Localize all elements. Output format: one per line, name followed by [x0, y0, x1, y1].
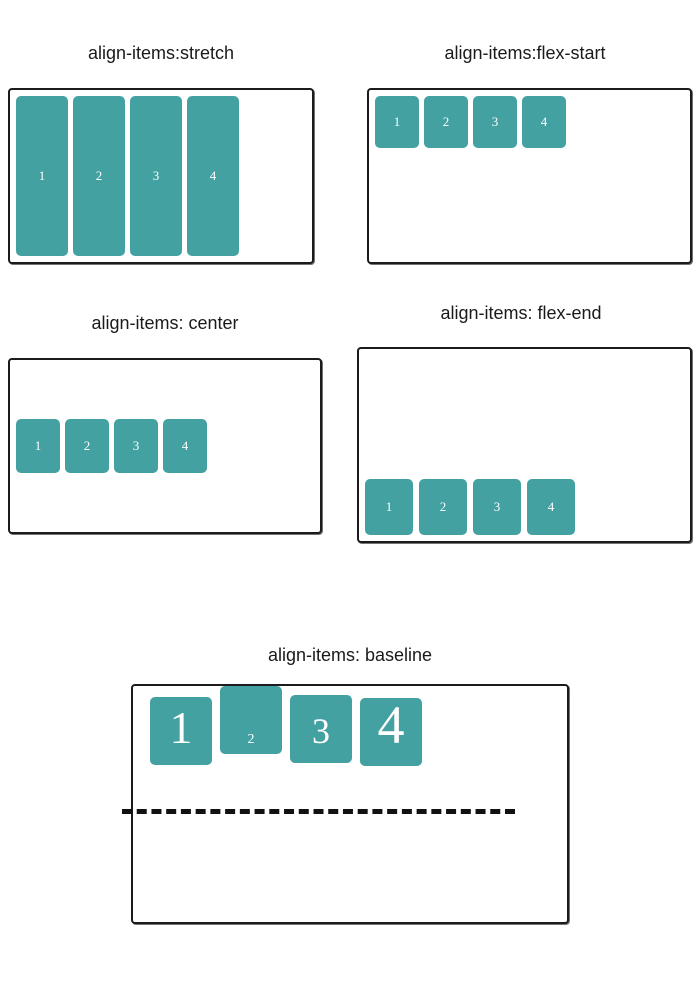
- demo-align-items-stretch: align-items:stretch 1 2 3 4: [0, 42, 322, 274]
- flex-item: 4: [522, 96, 566, 148]
- flex-item: 1: [150, 697, 212, 765]
- flex-item: 1: [375, 96, 419, 148]
- flex-item: 4: [360, 698, 422, 766]
- flex-container-flex-end: 1 2 3 4: [357, 347, 692, 543]
- flex-container-baseline: 1 2 3 4: [122, 684, 569, 924]
- flex-item-label: 4: [547, 499, 555, 514]
- flex-item-label: 4: [540, 114, 548, 129]
- demo-title-center: align-items: center: [91, 313, 239, 333]
- demo-align-items-flex-end: align-items: flex-end 1 2 3 4: [350, 302, 692, 544]
- flex-item-label: 2: [83, 438, 91, 453]
- demo-title-baseline: align-items: baseline: [267, 645, 433, 665]
- flex-item: 1: [16, 419, 60, 473]
- flex-item: 2: [65, 419, 109, 473]
- flex-item: 4: [187, 96, 239, 256]
- baseline-indicator-line: [122, 809, 515, 814]
- demo-title-flex-start: align-items:flex-start: [444, 43, 606, 63]
- flex-container-stretch: 1 2 3 4: [8, 88, 314, 264]
- flex-container-center: 1 2 3 4: [8, 358, 322, 534]
- flex-item-label: 1: [169, 702, 193, 753]
- flex-item: 2: [424, 96, 468, 148]
- flex-item: 3: [473, 96, 517, 148]
- flex-item: 3: [473, 479, 521, 535]
- demo-align-items-baseline: align-items: baseline 1 2 3 4: [122, 644, 569, 924]
- flex-item-label: 3: [132, 438, 140, 453]
- demo-title-stretch: align-items:stretch: [87, 43, 235, 63]
- flex-item: 3: [114, 419, 158, 473]
- flex-item-label: 3: [493, 499, 501, 514]
- flex-item: 1: [16, 96, 68, 256]
- flex-item: 1: [365, 479, 413, 535]
- demo-align-items-center: align-items: center 1 2 3 4: [0, 312, 330, 542]
- flex-item-label: 1: [38, 168, 46, 183]
- flex-item-label: 3: [312, 711, 330, 751]
- demo-title-flex-end: align-items: flex-end: [440, 303, 602, 323]
- flex-item-label: 3: [491, 114, 499, 129]
- flex-item-label: 2: [95, 168, 103, 183]
- flex-item-label: 1: [393, 114, 401, 129]
- flex-item-label: 2: [442, 114, 450, 129]
- flex-item: 4: [163, 419, 207, 473]
- flex-item-label: 3: [152, 168, 160, 183]
- flex-item-label: 1: [34, 438, 42, 453]
- flex-item: 3: [130, 96, 182, 256]
- flex-item-label: 4: [377, 695, 405, 755]
- flex-item-label: 4: [181, 438, 189, 453]
- flex-container-flex-start: 1 2 3 4: [367, 88, 692, 264]
- flex-item-label: 2: [439, 499, 447, 514]
- flex-item-label: 4: [209, 168, 217, 183]
- demo-align-items-flex-start: align-items:flex-start 1 2 3 4: [358, 42, 692, 274]
- flex-item: 3: [290, 695, 352, 763]
- flex-item: 2: [419, 479, 467, 535]
- flex-item-label: 2: [247, 732, 255, 747]
- flex-item-label: 1: [385, 499, 393, 514]
- flex-item: 2: [73, 96, 125, 256]
- flex-item: 4: [527, 479, 575, 535]
- flex-item: 2: [220, 686, 282, 754]
